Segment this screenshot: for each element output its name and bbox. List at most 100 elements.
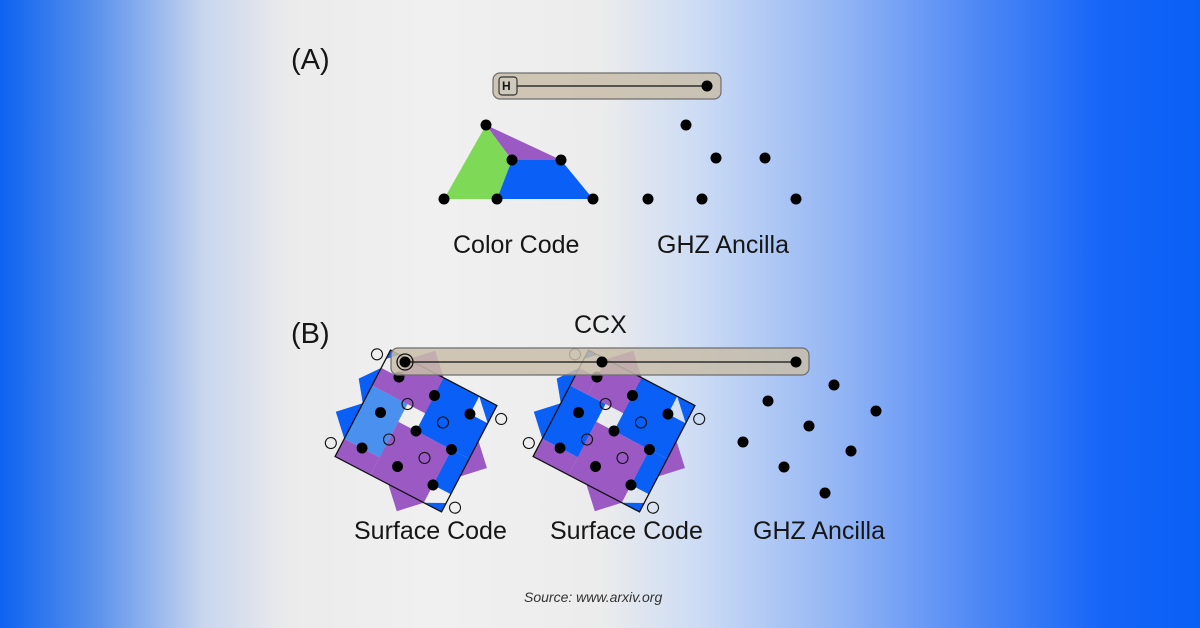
ancilla xyxy=(693,412,706,426)
ghz-ancilla-caption-b: GHZ Ancilla xyxy=(753,517,885,545)
qubit xyxy=(587,193,599,205)
purple-boundary xyxy=(459,440,487,477)
qubit xyxy=(590,460,602,472)
qubit xyxy=(790,193,802,205)
color-code-triangle xyxy=(438,119,599,205)
source-footer: Source: www.arxiv.org xyxy=(524,589,663,605)
qubit xyxy=(375,407,387,419)
qubit xyxy=(464,408,476,420)
ccx-gate-label: CCX xyxy=(574,311,627,339)
qubit xyxy=(356,442,368,454)
ccx-gate-bar xyxy=(390,347,810,376)
qubit xyxy=(759,152,771,164)
ancilla xyxy=(382,433,396,446)
ancilla xyxy=(634,416,648,429)
qubit xyxy=(762,395,774,407)
blue-plaquette xyxy=(631,449,668,495)
surface-code-caption-2: Surface Code xyxy=(550,517,703,545)
ancilla xyxy=(616,451,629,465)
qubit xyxy=(819,487,831,499)
ghz-ancilla-b xyxy=(737,379,882,499)
qubit xyxy=(410,425,422,437)
blue-boundary xyxy=(556,367,580,404)
surface-code-left xyxy=(324,348,508,514)
ancilla xyxy=(580,433,594,446)
qubit xyxy=(506,154,518,166)
purple-plaquette xyxy=(372,367,399,395)
patch-outline xyxy=(532,349,696,513)
qubit xyxy=(625,479,637,491)
qubit xyxy=(701,80,713,92)
qubit xyxy=(491,193,503,205)
blue-boundary xyxy=(358,367,382,404)
qubit xyxy=(737,436,749,448)
purple-plaquette xyxy=(568,439,641,503)
ancilla xyxy=(495,412,508,426)
h-gate-bar xyxy=(492,72,722,100)
qubit xyxy=(480,119,492,131)
qubit xyxy=(596,356,608,368)
qubit xyxy=(573,407,585,419)
qubit xyxy=(392,460,404,472)
blue-boundary xyxy=(335,403,363,439)
ghz-ancilla-caption-a: GHZ Ancilla xyxy=(657,231,789,259)
light-blue-plaquette xyxy=(344,385,408,458)
h-gate-box xyxy=(498,76,518,96)
ancilla xyxy=(436,416,450,429)
qubit xyxy=(427,479,439,491)
blue-boundary xyxy=(533,403,561,439)
ancilla xyxy=(418,451,431,465)
qubit xyxy=(790,356,802,368)
purple-plaquette xyxy=(533,438,578,475)
ghz-ancilla-a xyxy=(642,119,802,205)
qubit xyxy=(845,445,857,457)
qubit xyxy=(662,408,674,420)
purple-plaquette xyxy=(370,439,443,503)
color-code-caption: Color Code xyxy=(453,231,580,259)
qubit xyxy=(438,193,450,205)
ancilla xyxy=(324,436,337,450)
qubit xyxy=(608,425,620,437)
blue-plaquette xyxy=(433,449,470,495)
control-ring xyxy=(396,353,414,371)
surface-code-caption-1: Surface Code xyxy=(354,517,507,545)
qubit xyxy=(445,443,457,455)
qubit xyxy=(643,443,655,455)
qubit xyxy=(828,379,840,391)
qubit xyxy=(870,405,882,417)
surface-code-right xyxy=(522,348,706,514)
patch-outline xyxy=(334,349,498,513)
purple-plaquette xyxy=(335,438,380,475)
ancilla xyxy=(401,397,414,411)
ancilla xyxy=(522,436,535,450)
blue-boundary xyxy=(479,396,497,424)
blue-face xyxy=(497,160,593,199)
purple-boundary xyxy=(586,484,622,512)
blue-plaquette xyxy=(542,385,606,458)
ancilla xyxy=(448,501,462,514)
purple-face xyxy=(486,125,561,160)
qubit xyxy=(554,442,566,454)
ancilla xyxy=(370,348,384,361)
qubit xyxy=(626,390,638,402)
qubit xyxy=(803,420,815,432)
qubit xyxy=(778,461,790,473)
qubit xyxy=(642,193,654,205)
purple-boundary xyxy=(388,484,424,512)
purple-boundary xyxy=(657,440,685,477)
qubit xyxy=(555,154,567,166)
green-face xyxy=(444,125,512,199)
qubit xyxy=(428,390,440,402)
panel-b-label: (B) xyxy=(291,318,330,350)
qubit xyxy=(680,119,692,131)
ancilla xyxy=(646,501,660,514)
qubit xyxy=(399,356,411,368)
qubit xyxy=(710,152,722,164)
panel-a-label: (A) xyxy=(291,44,330,76)
blue-boundary xyxy=(677,396,695,424)
ancilla xyxy=(599,397,612,411)
h-gate-label: H xyxy=(502,79,511,93)
qubit xyxy=(696,193,708,205)
